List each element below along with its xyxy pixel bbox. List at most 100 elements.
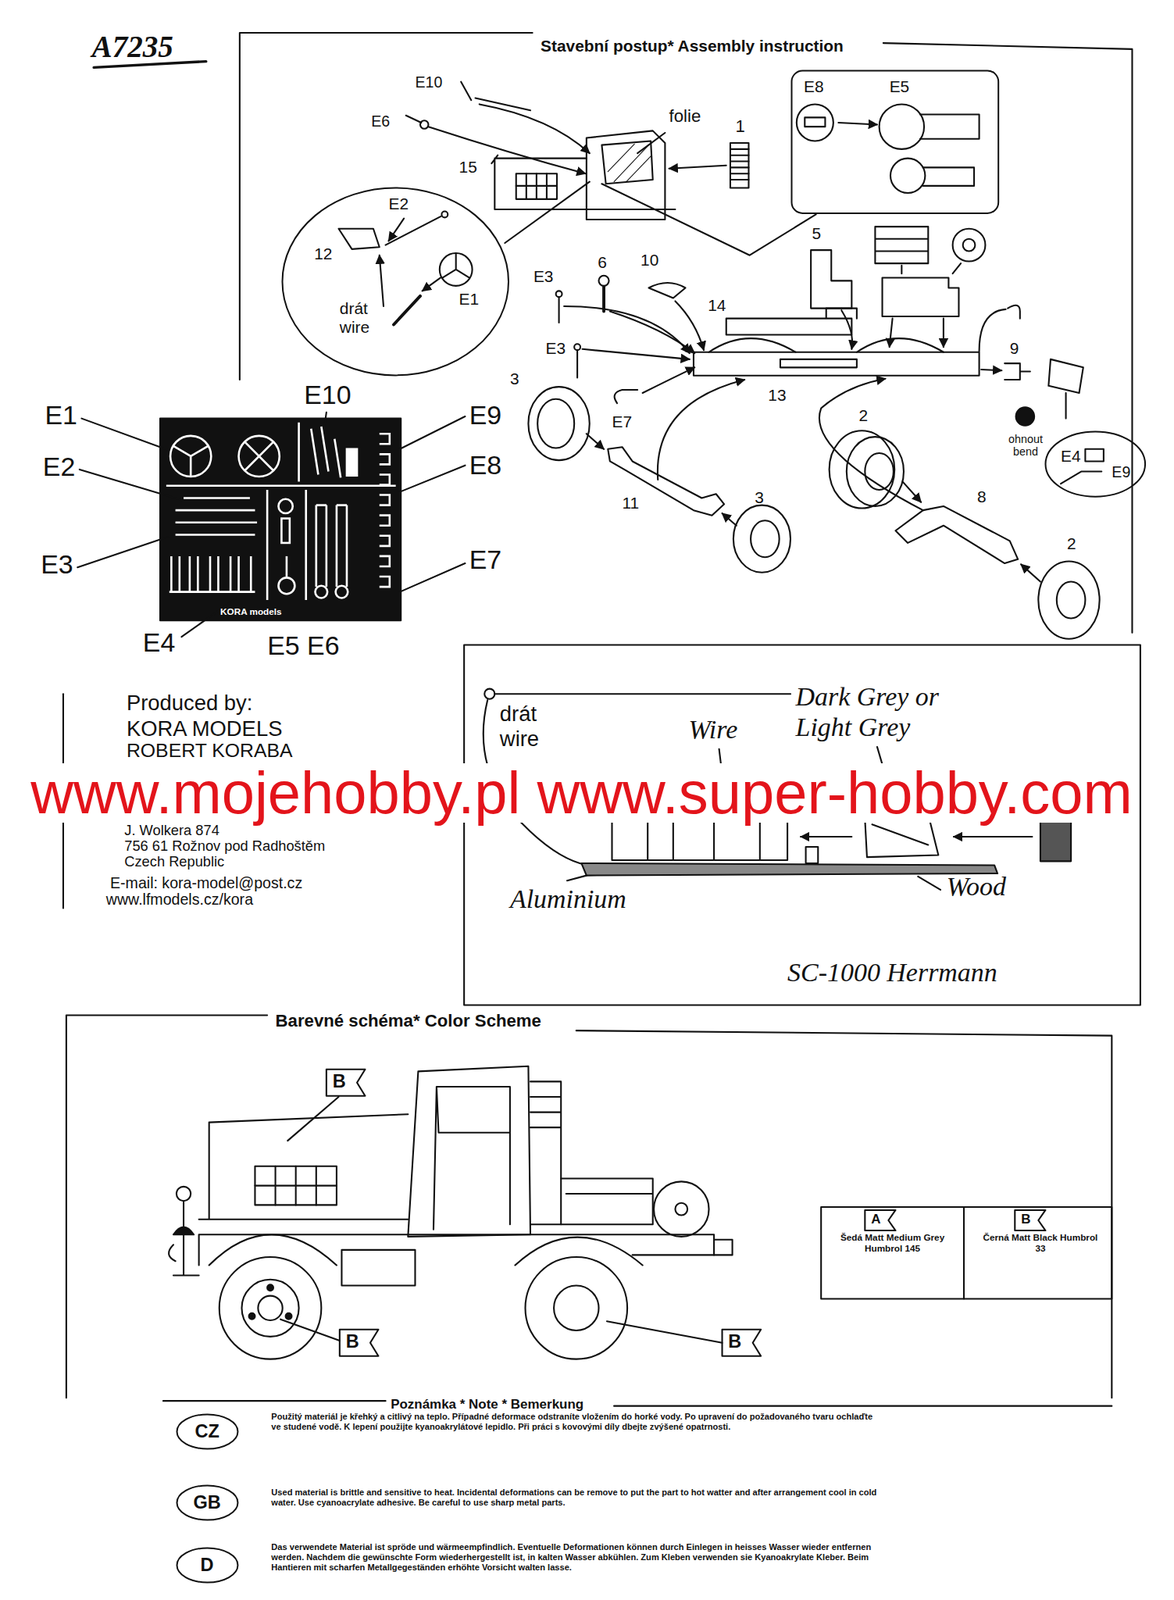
callout-number: folie bbox=[669, 106, 702, 127]
line-art bbox=[674, 1202, 688, 1216]
line-art bbox=[316, 505, 347, 587]
line-art bbox=[1020, 563, 1041, 582]
line-art bbox=[841, 310, 853, 350]
language-oval: CZ bbox=[175, 1413, 240, 1450]
line-art bbox=[516, 173, 557, 200]
fret-label: E1 bbox=[44, 399, 78, 431]
watermark: www.mojehobby.pl www.super-hobby.com bbox=[30, 763, 1133, 823]
line-art bbox=[166, 422, 397, 600]
callout-number: 8 bbox=[977, 487, 987, 507]
callout-number: 14 bbox=[707, 296, 726, 315]
line-art bbox=[209, 1234, 643, 1265]
callout-number: 9 bbox=[1009, 338, 1020, 358]
line-art bbox=[606, 1320, 723, 1342]
line-art bbox=[942, 318, 945, 348]
line-art bbox=[722, 1329, 762, 1356]
line-art bbox=[874, 226, 928, 264]
line-art bbox=[733, 505, 791, 573]
line-art bbox=[800, 835, 852, 838]
line-art bbox=[168, 1244, 176, 1261]
line-art bbox=[428, 126, 586, 174]
line-art bbox=[528, 386, 589, 461]
oval-outline bbox=[176, 1547, 238, 1582]
oval-outline bbox=[176, 1484, 238, 1520]
color-flag: B bbox=[1020, 1211, 1031, 1228]
legend-text: Šedá Matt Medium Grey Humbrol 145 bbox=[831, 1231, 954, 1253]
line-art bbox=[254, 1166, 336, 1206]
callout-number: 3 bbox=[754, 488, 764, 507]
line-art bbox=[388, 218, 405, 242]
line-art bbox=[199, 1234, 714, 1265]
line-art bbox=[582, 349, 690, 360]
fret-label: E10 bbox=[303, 379, 351, 411]
callout-number: 10 bbox=[640, 250, 659, 270]
language-oval: D bbox=[175, 1546, 240, 1584]
callout-number: 13 bbox=[767, 385, 786, 405]
line-art bbox=[169, 556, 256, 593]
address-text: J. Wolkera 874 bbox=[124, 821, 220, 839]
node-text: 12 bbox=[314, 244, 332, 264]
line-art bbox=[244, 442, 274, 472]
line-art bbox=[170, 435, 211, 477]
color-flag: B bbox=[727, 1331, 742, 1353]
line-art bbox=[890, 158, 925, 193]
oval-outline bbox=[282, 187, 510, 375]
node-outline bbox=[281, 186, 511, 377]
color-flag: B bbox=[332, 1070, 347, 1092]
line-art bbox=[326, 1069, 366, 1096]
line-art bbox=[713, 1239, 733, 1256]
line-art bbox=[610, 311, 695, 354]
line-art bbox=[346, 449, 357, 476]
line-art bbox=[241, 1279, 299, 1337]
line-art bbox=[1014, 1209, 1046, 1231]
node-outline bbox=[1044, 430, 1147, 498]
fret-label: E2 bbox=[42, 451, 76, 482]
line-art bbox=[796, 103, 834, 141]
line-art bbox=[952, 228, 986, 262]
line-art bbox=[820, 1206, 1112, 1299]
note-text: Použitý materiál je křehký a citlivý na … bbox=[271, 1411, 883, 1432]
maker-text: ROBERT KORABA bbox=[126, 739, 293, 763]
line-art bbox=[653, 1181, 710, 1237]
node-text: E9 bbox=[1111, 463, 1131, 482]
line-art bbox=[563, 306, 690, 354]
detail-oval: E4E9 bbox=[1044, 430, 1147, 498]
line-art bbox=[553, 1285, 599, 1331]
node-text: drát wire bbox=[339, 299, 385, 337]
line-art bbox=[1016, 406, 1035, 426]
oval-outline bbox=[176, 1413, 238, 1449]
line-art bbox=[433, 1086, 511, 1230]
maker-text: KORA MODELS bbox=[126, 716, 283, 742]
line-art bbox=[176, 1186, 191, 1201]
line-art bbox=[173, 1226, 194, 1235]
line-art bbox=[463, 645, 1141, 1006]
section-title: Poznámka * Note * Bemerkung bbox=[390, 1396, 584, 1413]
line-art bbox=[882, 277, 960, 317]
line-art bbox=[63, 32, 1141, 1406]
callout-number: 1 bbox=[735, 116, 745, 137]
line-art bbox=[407, 1066, 531, 1237]
line-art bbox=[574, 343, 581, 350]
callout-number: 15 bbox=[459, 157, 478, 177]
line-art bbox=[257, 1295, 282, 1321]
callout-number: 2 bbox=[1066, 534, 1077, 554]
line-art bbox=[460, 82, 531, 111]
fret-label: E4 bbox=[142, 627, 176, 658]
line-art bbox=[607, 143, 652, 182]
line-art bbox=[524, 1256, 628, 1360]
line-art bbox=[614, 389, 638, 404]
node-text: D bbox=[200, 1554, 215, 1576]
line-art bbox=[310, 426, 341, 478]
line-art bbox=[341, 1249, 415, 1286]
line-art bbox=[504, 181, 589, 243]
line-art bbox=[709, 338, 944, 353]
line-art bbox=[963, 1206, 965, 1299]
fret-label: E3 bbox=[40, 549, 74, 580]
legend-text: Černá Matt Black Humbrol 33 bbox=[979, 1231, 1103, 1253]
line-art bbox=[219, 1256, 322, 1360]
line-art bbox=[586, 433, 604, 450]
line-art bbox=[879, 103, 925, 149]
line-art bbox=[657, 379, 745, 480]
line-art bbox=[895, 506, 1019, 564]
rounded-box-outline bbox=[792, 70, 1000, 213]
